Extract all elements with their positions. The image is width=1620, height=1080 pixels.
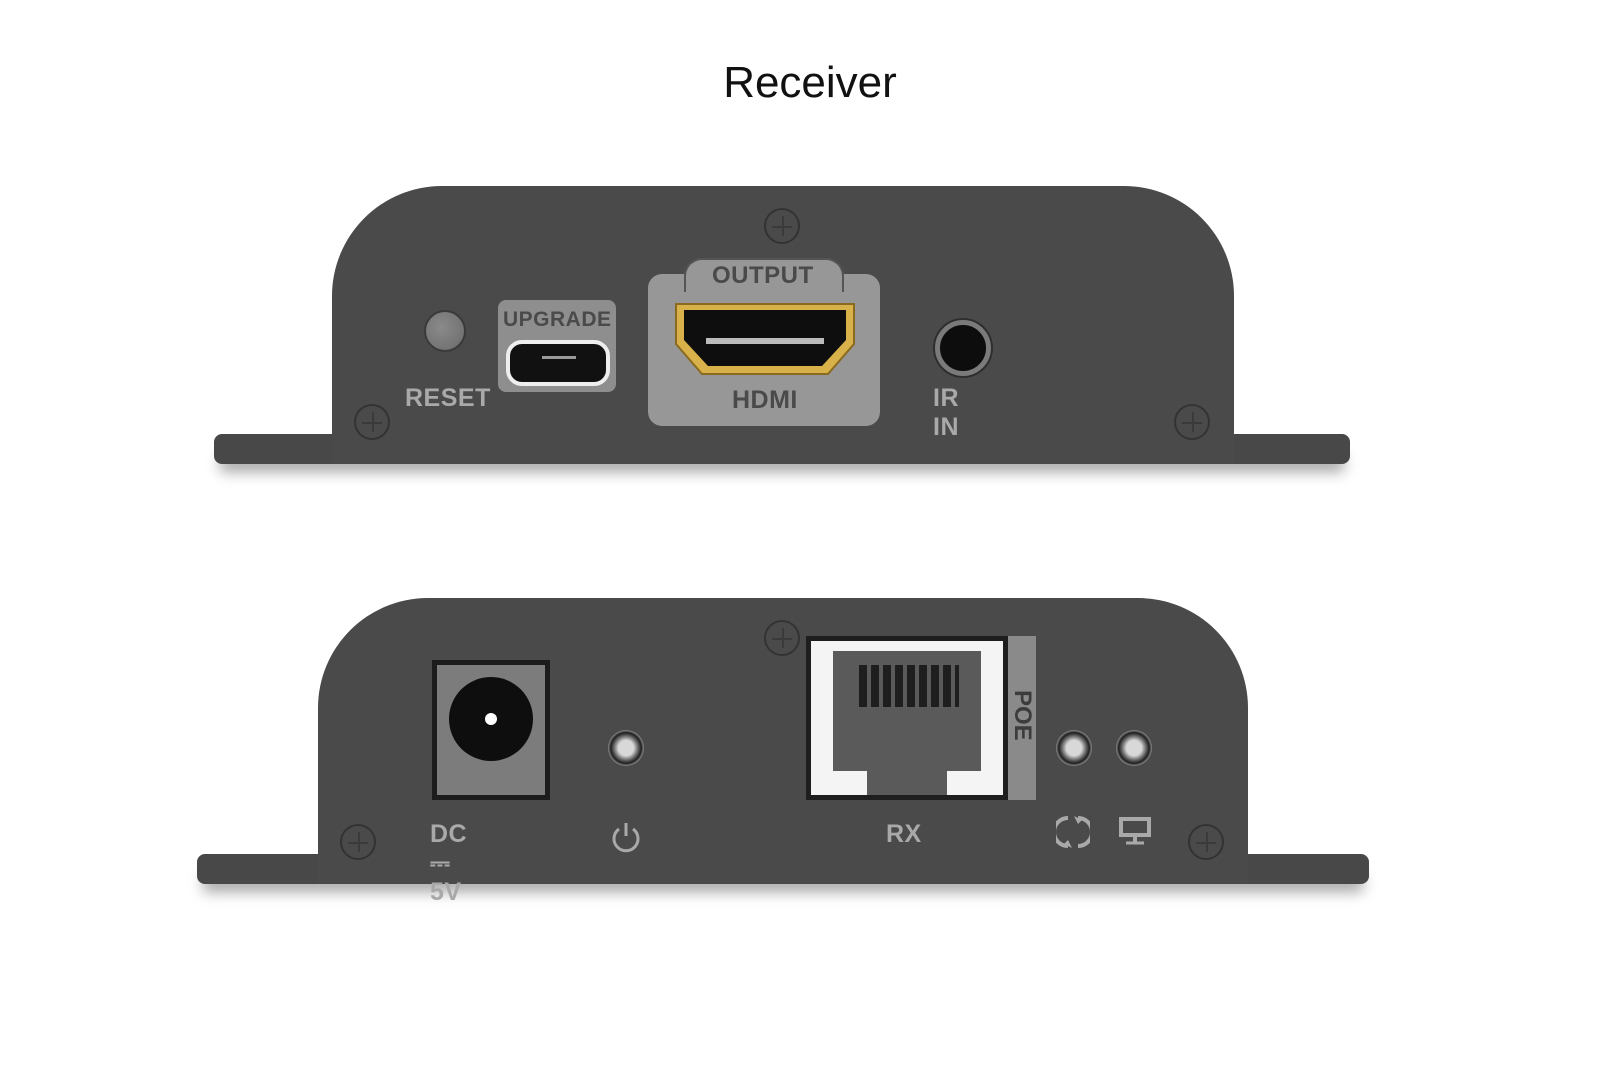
poe-strip [1008,636,1036,800]
poe-label: POE [1009,690,1036,741]
usb-pins [542,356,576,359]
link-sync-icon [1056,816,1090,848]
page-title: Receiver [723,58,897,107]
dc-power-jack[interactable] [432,660,550,800]
reset-button[interactable] [424,310,466,352]
dc-text: DC [430,820,468,848]
ir-in-jack[interactable] [935,320,991,376]
power-led [608,730,644,766]
power-icon [612,823,640,853]
screw-icon [1188,824,1224,860]
voltage-text: 5V [430,878,462,906]
rj45-rx-port[interactable] [806,636,1008,800]
upgrade-label: UPGRADE [503,308,612,331]
reset-label: RESET [405,384,491,412]
screw-icon [340,824,376,860]
output-label: OUTPUT [712,262,814,289]
rj45-contacts [859,665,959,707]
network-monitor-icon [1119,817,1151,845]
screw-icon [764,620,800,656]
rx-label: RX [886,820,922,848]
output-tab [684,258,844,292]
dc-pin [485,713,497,725]
dc-symbol-icon: ⎓ [430,849,451,877]
hdmi-port[interactable] [672,300,858,378]
network-led [1116,730,1152,766]
ir-in-label: IR IN [933,384,959,441]
screw-icon [1174,404,1210,440]
rj45-tab [867,769,947,795]
link-led [1056,730,1092,766]
dc-label: DC ⎓ 5V [430,820,467,907]
screw-icon [354,404,390,440]
screw-icon [764,208,800,244]
micro-usb-port[interactable] [506,340,610,386]
hdmi-label: HDMI [732,386,798,414]
